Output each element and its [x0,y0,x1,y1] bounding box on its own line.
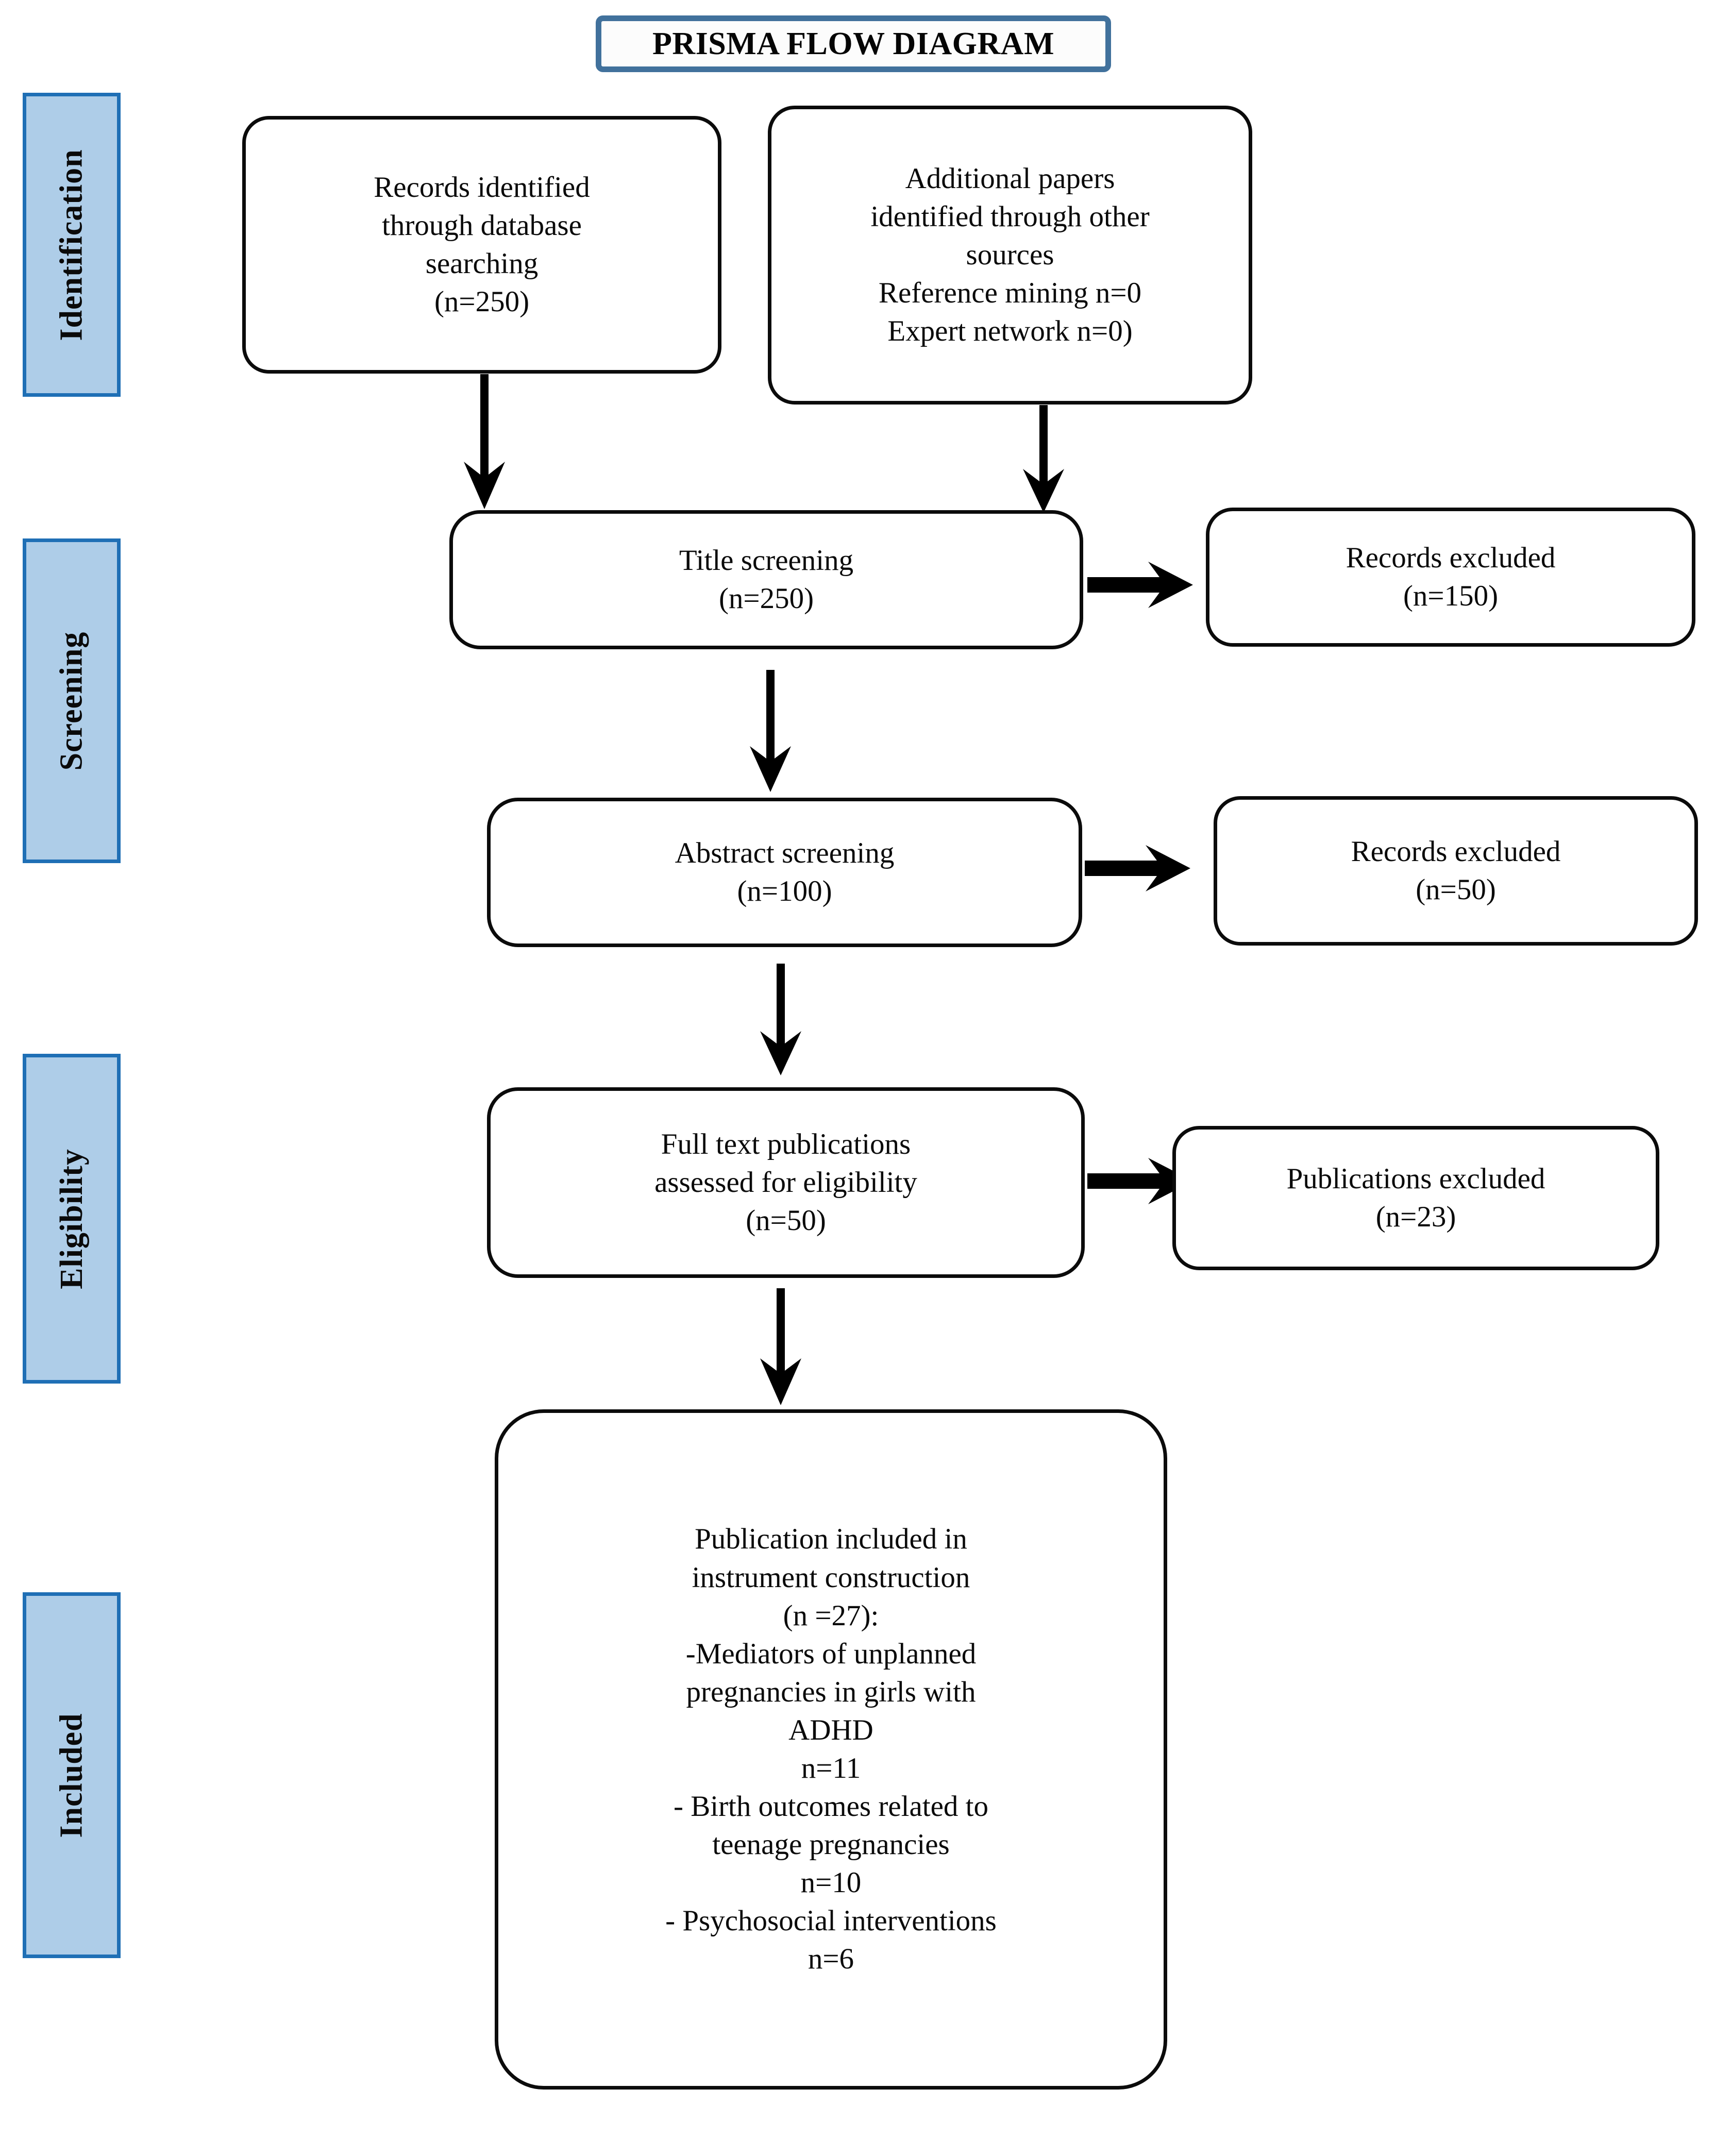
stage-label-included-text: Included [54,1712,89,1838]
stage-label-screening-text: Screening [54,631,89,770]
node-full-text-assessed-text: Full text publications assessed for elig… [654,1127,917,1237]
node-additional-papers-other-sources: Additional papers identified through oth… [768,106,1252,405]
node-records-excluded-abstract-text: Records excluded (n=50) [1351,835,1561,906]
arrow-down-records-to-title [451,374,518,511]
stage-label-included: Included [23,1592,121,1958]
stage-label-identification: Identification [23,93,121,397]
node-records-identified-database-text: Records identified through database sear… [374,171,590,318]
node-additional-papers-other-sources-text: Additional papers identified through oth… [870,162,1150,348]
stage-label-eligibility: Eligibility [23,1054,121,1384]
node-included-final-text: Publication included in instrument const… [665,1523,997,1976]
arrow-right-abstract-to-excluded [1085,839,1193,898]
arrow-down-fulltext-to-included [747,1288,814,1407]
arrow-down-additional-to-title [1010,405,1077,514]
node-title-screening-text: Title screening (n=250) [679,544,854,615]
node-title-screening: Title screening (n=250) [449,510,1083,649]
arrow-down-title-to-abstract [737,670,804,794]
node-abstract-screening: Abstract screening (n=100) [487,798,1082,947]
node-records-excluded-abstract: Records excluded (n=50) [1214,796,1698,946]
arrow-right-title-to-excluded [1087,555,1196,615]
stage-label-screening: Screening [23,538,121,863]
node-full-text-assessed: Full text publications assessed for elig… [487,1087,1085,1278]
node-included-final: Publication included in instrument const… [495,1409,1167,2090]
node-records-excluded-title-text: Records excluded (n=150) [1346,541,1556,612]
arrow-down-abstract-to-fulltext [747,964,814,1077]
stage-label-identification-text: Identification [54,148,89,341]
diagram-title-box: PRISMA FLOW DIAGRAM [596,15,1111,72]
node-records-excluded-title: Records excluded (n=150) [1206,508,1695,647]
diagram-title-text: PRISMA FLOW DIAGRAM [652,26,1054,61]
node-abstract-screening-text: Abstract screening (n=100) [675,836,895,907]
arrow-right-fulltext-to-excluded [1087,1152,1196,1211]
node-publications-excluded-text: Publications excluded (n=23) [1286,1162,1545,1233]
stage-label-eligibility-text: Eligibility [54,1148,89,1289]
node-records-identified-database: Records identified through database sear… [242,116,721,374]
node-publications-excluded: Publications excluded (n=23) [1172,1126,1659,1270]
